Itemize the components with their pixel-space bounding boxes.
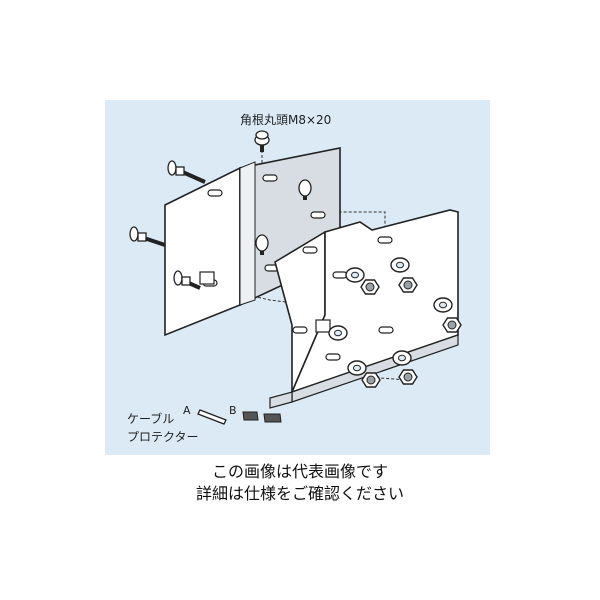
bolt-2 (129, 226, 166, 247)
cable-protector-label-line2: プロテクター (127, 430, 199, 444)
bolt-1 (167, 160, 206, 184)
bolt-3 (173, 270, 201, 290)
part-b-label: B (229, 404, 237, 417)
representative-image-notice: この画像は代表画像です (211, 462, 388, 481)
bolts (129, 130, 312, 290)
bolt-4 (298, 179, 312, 200)
cable-protector-label-line1: ケーブル (127, 412, 175, 426)
right-bracket (269, 209, 459, 409)
bolt-spec-label: 角根丸頭M8×20 (240, 113, 332, 127)
part-a-label: A (183, 404, 191, 417)
check-specifications-notice: 詳細は仕様をご確認ください (195, 484, 404, 503)
cable-protector-b (242, 411, 282, 423)
bolt-5 (255, 234, 269, 255)
bolt-top (254, 130, 270, 152)
cable-protector-a (197, 409, 227, 425)
